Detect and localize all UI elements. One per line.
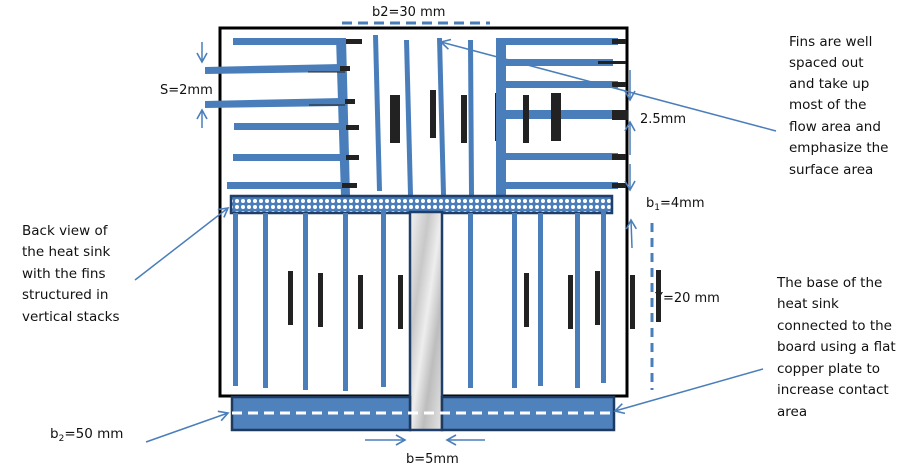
back-view-note-arrow [134, 206, 230, 281]
svg-text:Back view of: Back view of [22, 223, 109, 239]
svg-text:heat sink: heat sink [777, 296, 839, 312]
svg-text:and take up: and take up [789, 76, 869, 92]
svg-text:flow area and: flow area and [789, 119, 881, 135]
svg-text:The base of the: The base of the [776, 275, 882, 291]
t-thickness-label: 2.5mm [640, 112, 686, 127]
b1-label: b1=4mm [646, 196, 705, 213]
s-spacing-label: S=2mm [160, 83, 213, 98]
svg-text:board using a flat: board using a flat [777, 339, 896, 355]
b2-bottom-label: b2=50 mm [50, 426, 123, 444]
center-copper-pillar [408, 210, 444, 432]
y-height-label: Y=20 mm [654, 291, 720, 306]
svg-text:with the fins: with the fins [22, 266, 105, 282]
bottom-vertical-fins [233, 210, 635, 391]
svg-text:Fins are well: Fins are well [789, 34, 872, 50]
b2-top-label: b2=30 mm [372, 5, 445, 20]
svg-text:increase contact: increase contact [777, 382, 889, 398]
top-center-fins [373, 35, 497, 195]
svg-text:most of the: most of the [789, 97, 867, 113]
fins-note-arrow [439, 38, 777, 132]
svg-text:surface area: surface area [789, 162, 873, 178]
fins-note: Fins are well spaced out and take up mos… [789, 34, 888, 178]
b-gap-label: b=5mm [406, 452, 459, 467]
svg-text:structured in: structured in [22, 287, 108, 303]
base-note: The base of the heat sink connected to t… [776, 275, 896, 420]
b1-arrow-up [625, 218, 638, 249]
y-overlay-bar [656, 270, 661, 322]
svg-text:area: area [777, 404, 807, 420]
top-left-fin-stack [205, 38, 362, 196]
back-view-note: Back view of the heat sink with the fins… [22, 223, 120, 325]
svg-text:the heat sink: the heat sink [22, 244, 111, 260]
top-right-fin-stack [496, 38, 628, 196]
svg-text:emphasize the: emphasize the [789, 140, 888, 156]
dotted-base-strip [229, 194, 614, 215]
base-note-arrow [613, 368, 764, 415]
svg-text:connected to the: connected to the [777, 318, 892, 334]
svg-text:vertical stacks: vertical stacks [22, 309, 120, 325]
b2-bottom-arrow [145, 410, 230, 443]
svg-text:copper plate to: copper plate to [777, 361, 880, 377]
svg-text:spaced out: spaced out [789, 55, 864, 71]
